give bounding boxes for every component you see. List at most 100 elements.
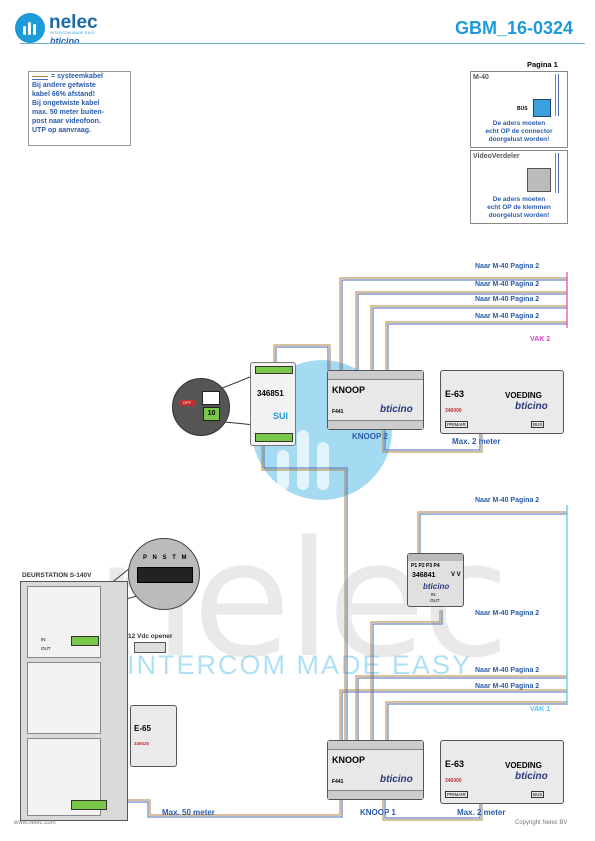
vv-ports: P1 P2 P3 P4 [411, 563, 440, 569]
psu-bottom-module: E-63 VOEDING 346000 bticino PRIMAIR BUS [440, 740, 564, 804]
detail-vv-box: VideoVerdeler De aders moeten echt OP de… [470, 150, 568, 224]
psu-top-module: E-63 VOEDING 346000 bticino PRIMAIR BUS [440, 370, 564, 434]
sui-code: 346851 [257, 389, 284, 398]
nelec-logo-icon [15, 13, 45, 43]
terminal-block [255, 433, 293, 442]
knoop2-caption: KNOOP 2 [352, 432, 388, 441]
videoverdeler-module: P1 P2 P3 P4 346841 V V bticino IN OUT [407, 553, 464, 607]
knoop1-module: KNOOP F441 bticino [327, 740, 424, 800]
address-display: 10 [203, 407, 220, 421]
legend-line: Bij andere getwiste [32, 82, 96, 89]
deurstation-panel: IN OUT [20, 581, 128, 821]
naar-label: Naar M-40 Pagina 2 [475, 497, 540, 504]
connector-labels: P N S T M [143, 555, 189, 561]
terminal-block [255, 366, 293, 374]
sui-zoom-callout: OFF 10 [172, 378, 230, 436]
module-frame [27, 586, 101, 658]
vak1-label: VAK 1 [530, 706, 551, 713]
detail-note: echt OP de klemmen [487, 204, 551, 211]
footer-copyright: Copyright Nelec BV [515, 820, 568, 826]
detail-note: echt OP de connector [485, 128, 553, 135]
connector-pins-icon [137, 567, 193, 583]
naar-label: Naar M-40 Pagina 2 [475, 610, 540, 617]
bus-label: BUS [531, 791, 545, 798]
knoop-code: F441 [332, 779, 344, 785]
door-opener-icon [134, 642, 166, 653]
terminal-block [71, 800, 107, 810]
vv-in: IN [431, 592, 436, 597]
doc-code: GBM_16-0324 [455, 18, 574, 38]
primair-label: PRIMAIR [445, 421, 468, 428]
naar-label: Naar M-40 Pagina 2 [475, 263, 540, 270]
vv-vv: V V [451, 572, 461, 578]
terminal-block [71, 636, 99, 646]
cable-icon [558, 153, 559, 193]
brand-name: nelec [49, 12, 98, 33]
bticino-logo: bticino [380, 404, 413, 415]
terminal-row [328, 790, 423, 799]
knoop-title: KNOOP [332, 385, 366, 395]
knoop-title: KNOOP [332, 755, 366, 765]
vak2-label: VAK 2 [530, 336, 551, 343]
psu-code: 346000 [445, 408, 462, 414]
watermark-tagline: INTERCOM MADE EASY [127, 650, 473, 680]
psu-subtitle: VOEDING [505, 391, 542, 400]
naar-label: Naar M-40 Pagina 2 [475, 296, 540, 303]
terminal-block-icon [527, 168, 551, 192]
detail-m40-title: M-40 [473, 74, 489, 81]
page-label: Pagina 1 [527, 60, 558, 69]
legend-line: UTP op aanvraag. [32, 127, 92, 134]
detail-note: doorgelust worden! [488, 136, 550, 143]
ds-in-label: IN [41, 637, 46, 642]
legend-line: = systeemkabel [51, 73, 103, 80]
vak1-cables [339, 511, 567, 740]
vv-code: 346841 [412, 572, 436, 579]
sui-label: SUI [273, 411, 289, 421]
header-divider [20, 43, 585, 44]
vak2-cables [339, 277, 567, 372]
module-frame [27, 662, 101, 734]
dip-switch-icon [202, 391, 220, 405]
detail-note: doorgelust worden! [488, 212, 550, 219]
detail-note: De aders moeten [492, 196, 546, 203]
max-2-meter-caption: Max. 2 meter [452, 437, 501, 446]
naar-label: Naar M-40 Pagina 2 [475, 667, 540, 674]
e65-module: E-65 346020 [130, 705, 177, 767]
knoop1-caption: KNOOP 1 [360, 808, 396, 817]
naar-label: Naar M-40 Pagina 2 [475, 683, 540, 690]
cable-icon [555, 74, 556, 116]
psu-title: E-63 [445, 389, 465, 399]
psu-title: E-63 [445, 759, 465, 769]
terminal-row [328, 741, 423, 750]
legend-line: post naar videofoon. [32, 118, 101, 125]
terminal-row [328, 420, 423, 429]
naar-label: Naar M-40 Pagina 2 [475, 281, 540, 288]
legend-line: kabel 66% afstand! [32, 91, 96, 98]
bticino-logo: bticino [515, 401, 548, 412]
legend-box: = systeemkabel Bij andere getwiste kabel… [28, 71, 131, 146]
ds-out-label: OUT [41, 646, 51, 651]
cable-icon [555, 153, 556, 193]
primair-label: PRIMAIR [445, 791, 468, 798]
deurstation-title: DEURSTATION S-140V [22, 572, 92, 579]
legend-line: max. 50 meter buiten- [32, 109, 104, 116]
connector-icon [533, 99, 551, 117]
brand-tagline: INTERCOM MADE EASY [50, 31, 96, 35]
detail-note: De aders moeten [492, 120, 546, 127]
bticino-logo: bticino [423, 582, 450, 591]
connector-zoom-callout: P N S T M [128, 538, 200, 610]
cable-legend-swatch [32, 76, 48, 80]
bus-label: BUS [517, 106, 528, 112]
opener-label: 12 Vdc opener [128, 633, 173, 640]
e65-code: 346020 [134, 741, 150, 746]
legend-line: Bij ongetwiste kabel [32, 100, 100, 107]
detail-m40-box: M-40 BUS De aders moeten echt OP de conn… [470, 71, 568, 148]
e65-title: E-65 [134, 724, 151, 733]
footer-url[interactable]: www.nelec.com [14, 820, 56, 826]
max-50-meter-caption: Max. 50 meter [162, 808, 215, 817]
detail-vv-title: VideoVerdeler [473, 153, 520, 160]
psu-code: 346000 [445, 778, 462, 784]
knoop-code: F441 [332, 409, 344, 415]
cable-icon [558, 74, 559, 116]
bticino-logo: bticino [50, 36, 80, 46]
